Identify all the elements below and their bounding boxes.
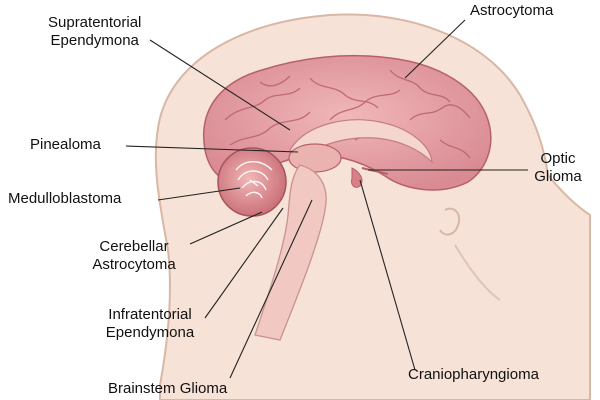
ear-detail — [439, 207, 461, 236]
cerebellum-folia — [235, 161, 273, 199]
leader-medulloblastoma — [157, 187, 241, 201]
leader-craniopharyngioma — [359, 179, 416, 371]
label-line: Glioma — [534, 168, 582, 185]
label-astrocytoma: Astrocytoma — [470, 2, 554, 19]
leader-lines — [125, 19, 528, 379]
label-line: Supratentorial — [48, 14, 142, 31]
label-supratentorial-ependymoma: Supratentorial Ependymona — [48, 14, 141, 50]
label-line: Optic — [540, 150, 576, 167]
label-brainstem-glioma: Brainstem Glioma — [108, 380, 228, 397]
label-pinealoma: Pinealoma — [30, 136, 101, 153]
leader-brainstem-glioma — [229, 199, 313, 379]
label-line: Astrocytoma — [92, 256, 176, 273]
jaw-line — [454, 244, 501, 301]
label-line: Infratentorial — [108, 306, 192, 323]
label-craniopharyngioma: Craniopharyngioma — [408, 366, 539, 383]
pituitary — [351, 167, 363, 188]
label-optic-glioma: Optic Glioma — [528, 150, 588, 186]
optic-chiasm — [361, 167, 389, 175]
label-infratentorial-ependymoma: Infratentorial Ependymona — [90, 306, 210, 342]
leader-pinealoma — [125, 145, 299, 153]
label-line: Ependymona — [105, 324, 195, 341]
leader-cerebellar-astrocytoma — [189, 211, 263, 245]
thalamus — [288, 143, 342, 173]
corpus-callosum — [289, 119, 433, 164]
leader-infratentorial-ependymoma — [204, 207, 284, 319]
label-cerebellar-astrocytoma: Cerebellar Astrocytoma — [74, 238, 194, 274]
gyri — [224, 69, 471, 159]
label-medulloblastoma: Medulloblastoma — [8, 190, 122, 207]
leader-astrocytoma — [404, 19, 466, 79]
leader-supratentorial-ependymoma — [149, 39, 291, 131]
label-line: Ependymona — [50, 32, 139, 49]
label-line: Cerebellar — [99, 238, 169, 255]
